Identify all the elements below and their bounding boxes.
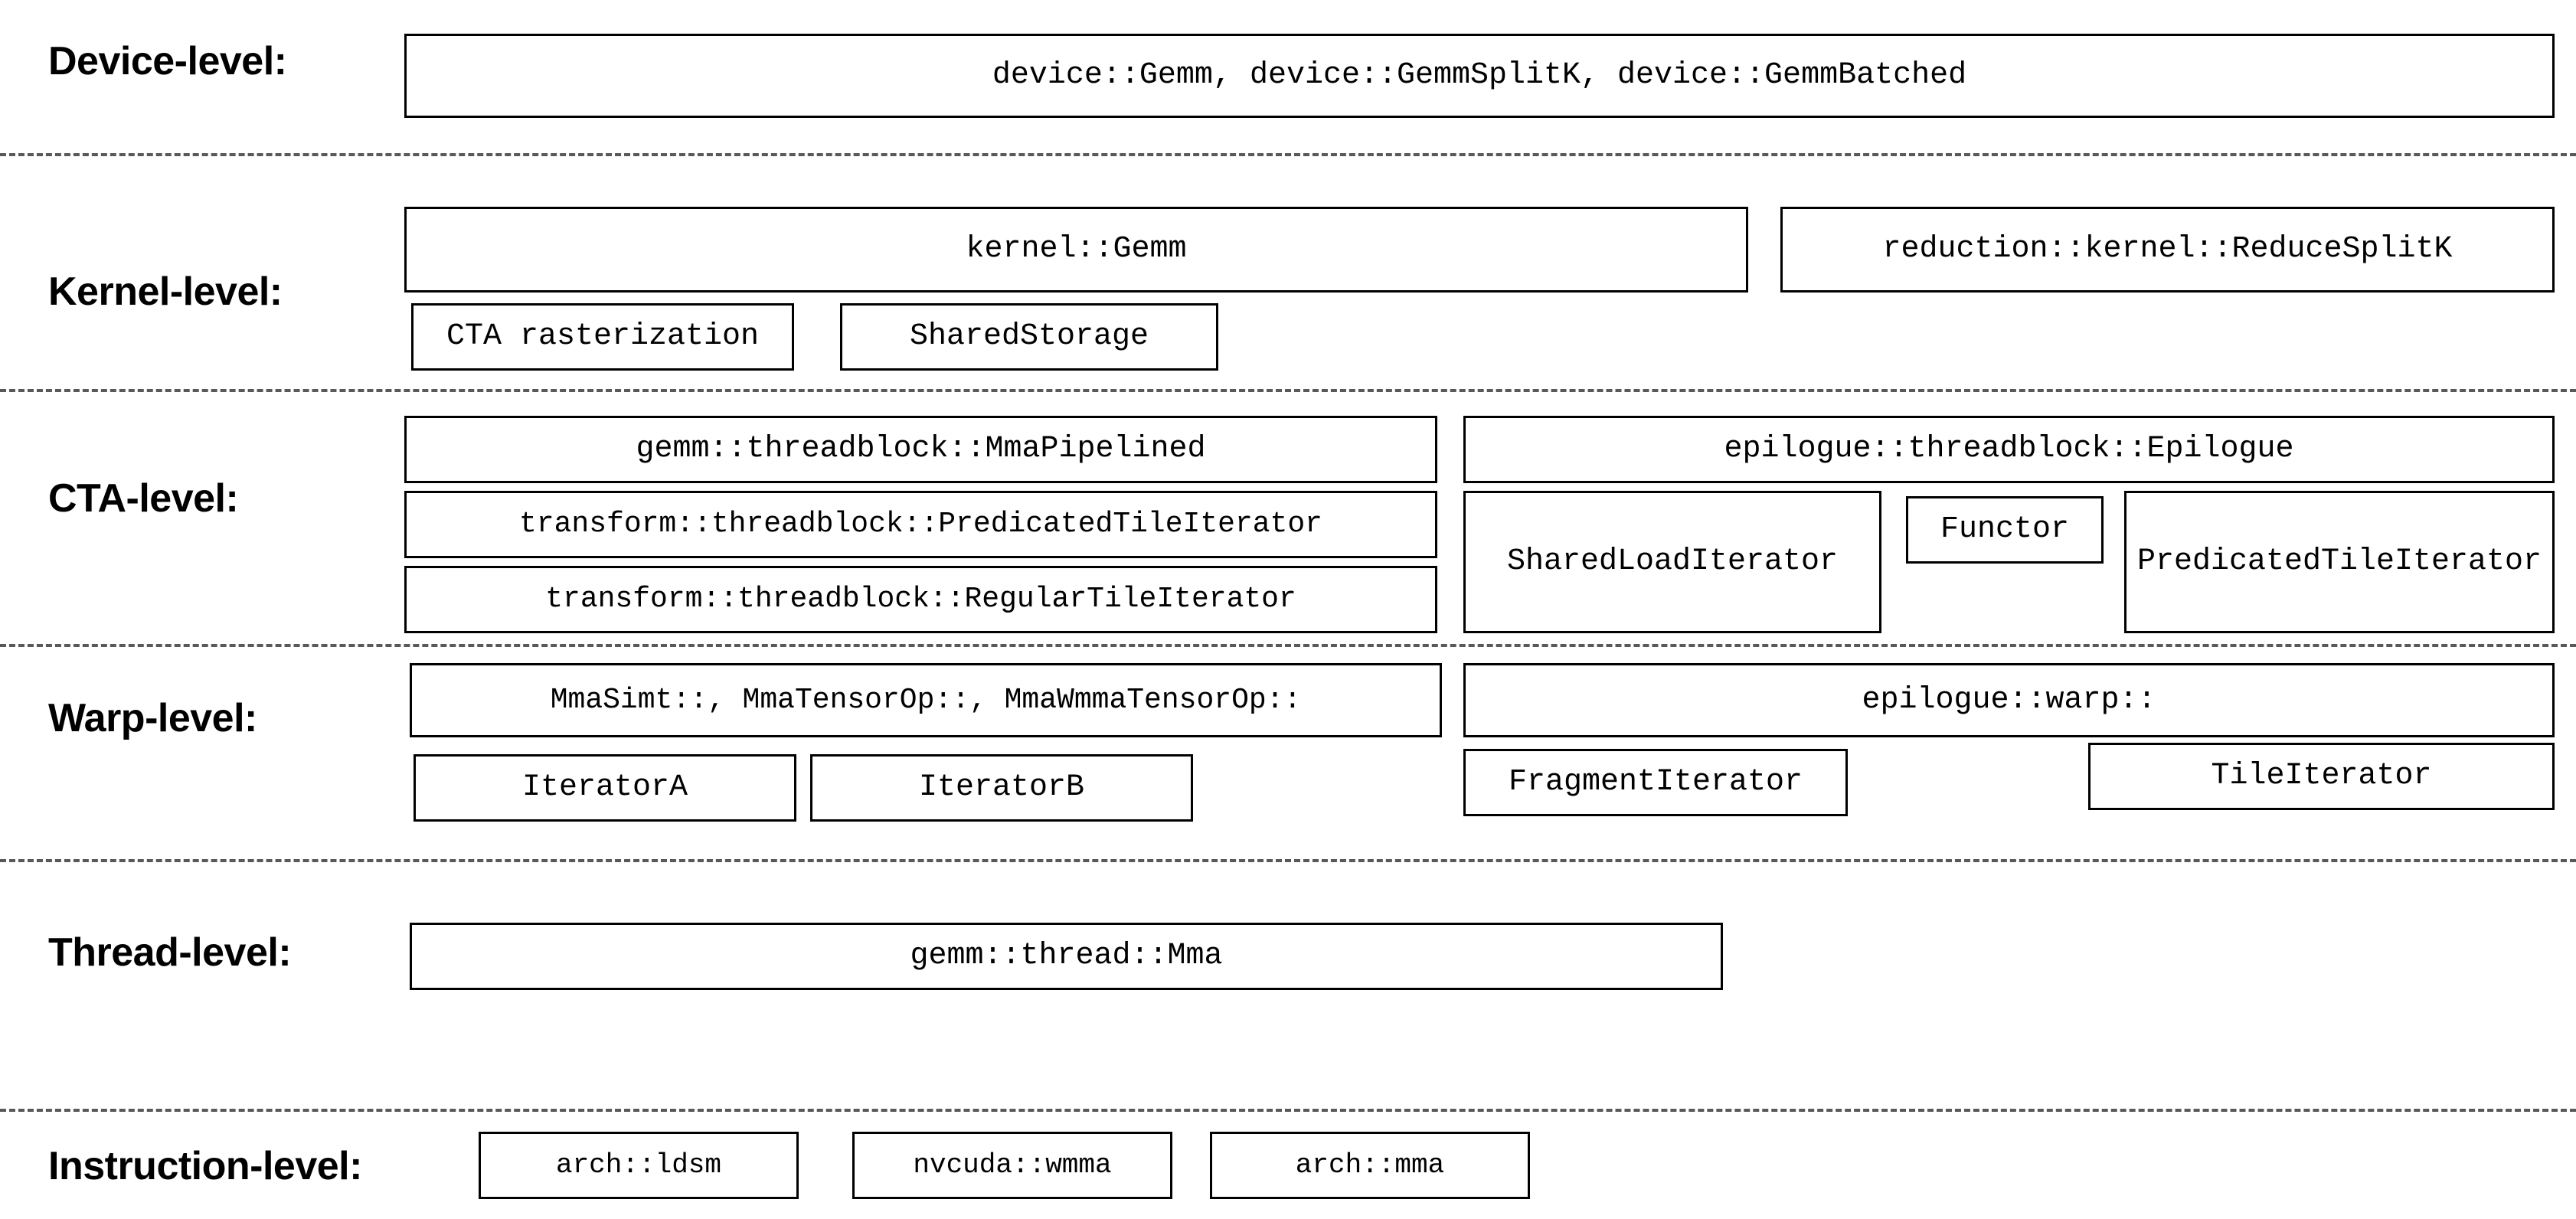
node-sharedstorage[interactable]: SharedStorage — [840, 303, 1218, 371]
node-device-gemm[interactable]: device::Gemm, device::GemmSplitK, device… — [404, 34, 2555, 118]
row-label-thread: Thread-level: — [48, 930, 292, 975]
node-mma-warp-ops[interactable]: MmaSimt::, MmaTensorOp::, MmaWmmaTensorO… — [410, 663, 1442, 737]
node-gemm-thread-mma[interactable]: gemm::thread::Mma — [410, 923, 1723, 990]
node-arch-mma[interactable]: arch::mma — [1210, 1132, 1530, 1199]
node-epilogue-warp[interactable]: epilogue::warp:: — [1463, 663, 2555, 737]
divider-kernel-cta — [0, 389, 2576, 392]
node-kernel-gemm[interactable]: kernel::Gemm — [404, 207, 1748, 292]
node-gemm-threadblock-mmapipelined[interactable]: gemm::threadblock::MmaPipelined — [404, 416, 1437, 483]
node-transform-threadblock-predicatedtileiterator[interactable]: transform::threadblock::PredicatedTileIt… — [404, 491, 1437, 558]
divider-device-kernel — [0, 153, 2576, 156]
row-label-kernel: Kernel-level: — [48, 270, 283, 314]
node-predicatedtileiterator[interactable]: PredicatedTileIterator — [2124, 491, 2555, 633]
node-nvcuda-wmma[interactable]: nvcuda::wmma — [852, 1132, 1172, 1199]
row-label-instruction: Instruction-level: — [48, 1144, 362, 1188]
divider-warp-thread — [0, 859, 2576, 862]
node-cta-rasterization[interactable]: CTA rasterization — [411, 303, 794, 371]
node-reduction-kernel-reducesplitk[interactable]: reduction::kernel::ReduceSplitK — [1780, 207, 2555, 292]
row-label-warp: Warp-level: — [48, 696, 257, 740]
row-label-cta: CTA-level: — [48, 476, 239, 521]
divider-thread-instruction — [0, 1109, 2576, 1112]
node-tileiterator[interactable]: TileIterator — [2088, 743, 2555, 810]
node-iteratora[interactable]: IteratorA — [414, 754, 796, 822]
divider-cta-warp — [0, 644, 2576, 647]
node-sharedloaditerator[interactable]: SharedLoadIterator — [1463, 491, 1881, 633]
row-label-device: Device-level: — [48, 39, 287, 83]
node-arch-ldsm[interactable]: arch::ldsm — [479, 1132, 799, 1199]
node-iteratorb[interactable]: IteratorB — [810, 754, 1193, 822]
node-functor[interactable]: Functor — [1906, 496, 2104, 564]
node-epilogue-threadblock-epilogue[interactable]: epilogue::threadblock::Epilogue — [1463, 416, 2555, 483]
node-fragmentiterator[interactable]: FragmentIterator — [1463, 749, 1848, 816]
node-transform-threadblock-regulartileiterator[interactable]: transform::threadblock::RegularTileItera… — [404, 566, 1437, 633]
